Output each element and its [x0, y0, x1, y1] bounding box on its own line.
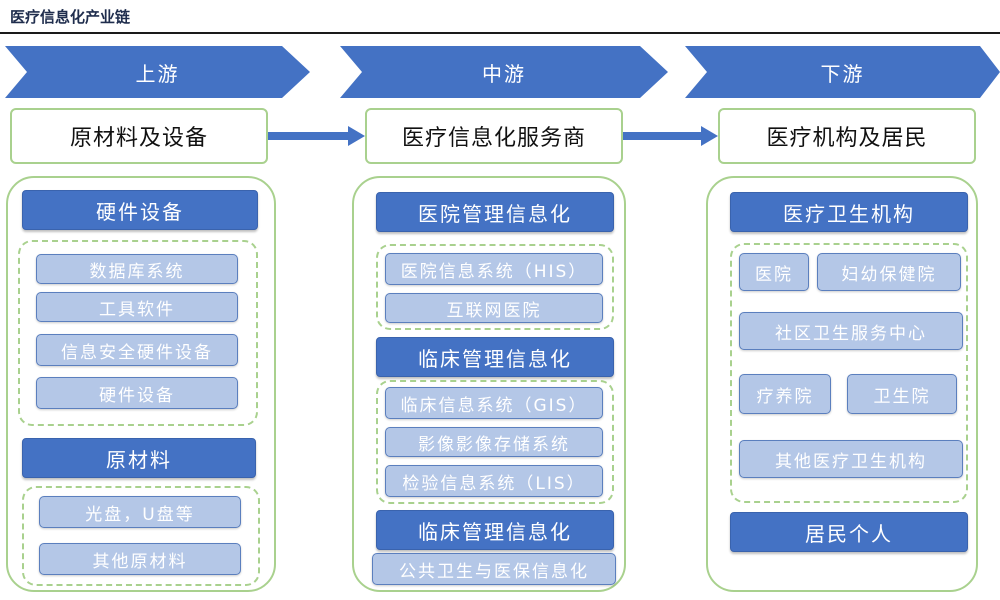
list-item: 卫生院	[847, 374, 957, 414]
list-item: 检验信息系统（LIS）	[385, 465, 603, 497]
residents-heading: 居民个人	[730, 512, 968, 552]
flow-arrow-icon	[268, 126, 365, 146]
chevron-label: 上游	[135, 61, 180, 86]
stage-title-downstream: 医疗机构及居民	[718, 108, 976, 164]
chevron-midstream: 中游	[340, 46, 668, 98]
list-item: 临床信息系统（GIS）	[385, 387, 603, 419]
header-divider	[0, 32, 1000, 34]
list-item: 医院	[739, 253, 809, 291]
chevron-label: 下游	[820, 61, 865, 86]
institutions-group	[730, 243, 968, 503]
list-item: 信息安全硬件设备	[36, 334, 238, 366]
list-item: 互联网医院	[385, 293, 603, 323]
list-item: 影像影像存储系统	[385, 427, 603, 457]
stage-title-upstream: 原材料及设备	[10, 108, 268, 164]
list-item: 妇幼保健院	[817, 253, 961, 291]
list-item: 公共卫生与医保信息化	[372, 553, 616, 585]
hardware-heading: 硬件设备	[22, 190, 258, 230]
clinical-heading: 临床管理信息化	[376, 337, 614, 377]
chevron-downstream: 下游	[685, 46, 1000, 98]
page-title: 医疗信息化产业链	[10, 8, 131, 26]
list-item: 疗养院	[739, 374, 831, 414]
list-item: 数据库系统	[36, 254, 238, 284]
list-item: 社区卫生服务中心	[739, 312, 963, 350]
list-item: 光盘，U盘等	[39, 496, 241, 528]
stage-title-midstream: 医疗信息化服务商	[365, 108, 623, 164]
list-item: 工具软件	[36, 292, 238, 322]
flow-arrow-icon	[623, 126, 718, 146]
hospital-heading: 医院管理信息化	[376, 192, 614, 232]
upstream-panel	[6, 176, 276, 592]
downstream-panel	[706, 176, 978, 592]
list-item: 医院信息系统（HIS）	[385, 253, 603, 285]
institutions-heading: 医疗卫生机构	[730, 192, 968, 232]
chevron-shape	[340, 46, 668, 98]
chevron-upstream: 上游	[5, 46, 310, 98]
chevron-shape	[685, 46, 1000, 98]
chevron-shape	[5, 46, 310, 98]
list-item: 硬件设备	[36, 377, 238, 409]
clinical-group	[376, 380, 614, 504]
materials-group	[22, 486, 260, 586]
chevron-label: 中游	[482, 61, 526, 86]
hospital-group	[376, 244, 614, 330]
list-item: 其他原材料	[39, 543, 241, 575]
materials-heading: 原材料	[22, 438, 256, 478]
public-heading: 临床管理信息化	[376, 510, 614, 550]
midstream-panel	[352, 176, 626, 592]
list-item: 其他医疗卫生机构	[739, 440, 963, 478]
hardware-group	[18, 240, 258, 426]
